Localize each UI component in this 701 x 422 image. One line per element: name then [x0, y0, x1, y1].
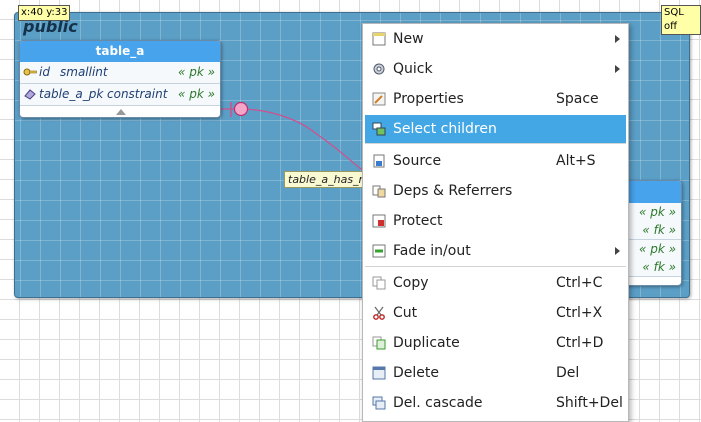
copy-icon: [372, 276, 386, 290]
schema-title: public: [23, 17, 78, 36]
new-icon: [372, 32, 386, 46]
duplicate-icon: [372, 336, 386, 350]
menu-item-properties[interactable]: Properties Space: [365, 85, 626, 113]
menu-item-cut[interactable]: Cut Ctrl+X: [365, 299, 626, 327]
menu-item-protect[interactable]: Protect: [365, 207, 626, 235]
context-menu: New Quick Properties Space Select childr…: [362, 23, 629, 422]
properties-icon: [372, 92, 386, 106]
table-collapse-toggle[interactable]: [20, 106, 220, 117]
column-name: table_a_pk: [39, 87, 104, 101]
menu-item-duplicate[interactable]: Duplicate Ctrl+D: [365, 329, 626, 357]
menu-item-del-cascade[interactable]: Del. cascade Shift+Del: [365, 389, 626, 417]
menu-item-quick[interactable]: Quick: [365, 55, 626, 83]
menu-item-new[interactable]: New: [365, 25, 626, 53]
column-type: constraint: [107, 87, 168, 101]
menu-separator: [365, 266, 626, 267]
deps-icon: [372, 184, 386, 198]
column-constraint: « pk »: [177, 87, 215, 101]
column-constraint: « pk »: [177, 65, 215, 79]
submenu-arrow-icon: [615, 247, 620, 255]
menu-item-delete[interactable]: Delete Del: [365, 359, 626, 387]
submenu-arrow-icon: [615, 65, 620, 73]
protect-icon: [372, 214, 386, 228]
column-constraint: « pk »: [638, 205, 676, 219]
fade-icon: [372, 244, 386, 258]
column-constraint: « fk »: [642, 260, 676, 274]
table-a[interactable]: table_a id smallint « pk » table_a_pk co…: [19, 40, 221, 118]
delete-icon: [372, 366, 386, 380]
column-name: id: [39, 65, 50, 79]
menu-item-copy[interactable]: Copy Ctrl+C: [365, 269, 626, 297]
menu-separator: [365, 143, 626, 144]
menu-item-deps-referrers[interactable]: Deps & Referrers: [365, 177, 626, 205]
source-icon: [372, 154, 386, 168]
menu-item-fade[interactable]: Fade in/out: [365, 237, 626, 265]
submenu-arrow-icon: [615, 35, 620, 43]
del-cascade-icon: [372, 396, 386, 410]
select-children-icon: [372, 122, 386, 136]
coordinates-badge: x:40 y:33: [18, 5, 71, 21]
column-row-id[interactable]: id smallint « pk »: [20, 62, 220, 84]
relationship-label[interactable]: table_a_has_ma: [284, 171, 380, 188]
column-constraint: « fk »: [642, 223, 676, 237]
key-icon: [23, 62, 37, 86]
table-a-title: table_a: [20, 41, 220, 62]
collapse-arrow-icon: [116, 109, 126, 115]
column-constraint: « pk »: [638, 242, 676, 256]
cut-icon: [372, 306, 386, 320]
column-row-table-a-pk[interactable]: table_a_pk constraint « pk »: [20, 84, 220, 106]
menu-item-source[interactable]: Source Alt+S: [365, 147, 626, 175]
quick-icon: [372, 62, 386, 76]
constraint-icon: [23, 84, 37, 108]
menu-item-select-children[interactable]: Select children: [365, 115, 626, 143]
sql-toggle-badge[interactable]: SQL off: [661, 5, 701, 35]
column-type: smallint: [60, 65, 108, 79]
